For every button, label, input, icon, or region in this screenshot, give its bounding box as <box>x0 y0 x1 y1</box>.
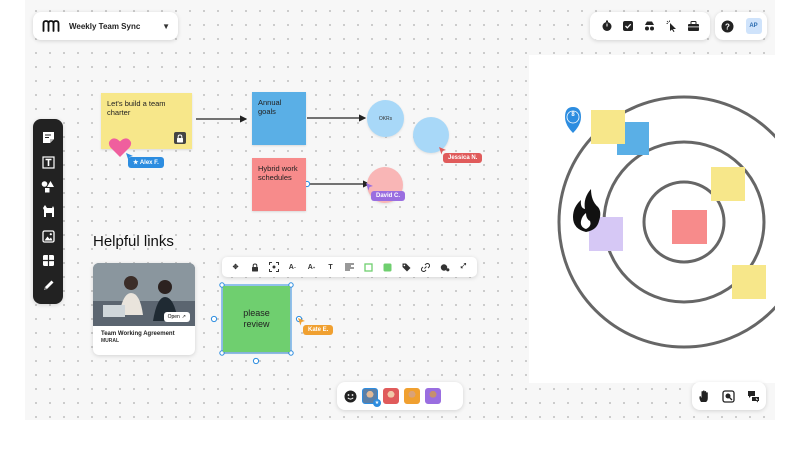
increase-font-icon[interactable]: A+ <box>307 263 316 271</box>
smiley-icon[interactable] <box>343 389 357 403</box>
circle-label: OKRs <box>378 115 393 122</box>
link-card-source: MURAL <box>101 338 120 344</box>
collaborator-cursor-label: Kate E. <box>303 325 334 335</box>
circle-shape[interactable] <box>413 117 449 153</box>
user-avatar[interactable]: AP <box>745 18 762 34</box>
toolbox-icon[interactable] <box>686 19 700 33</box>
text-box-icon[interactable] <box>40 154 56 170</box>
template-icon[interactable] <box>40 203 56 219</box>
board-title: Weekly Team Sync <box>69 21 141 31</box>
star-icon: ★ <box>373 399 381 407</box>
collaborator-avatar[interactable]: ★ <box>362 388 381 407</box>
cursor-kate-icon <box>298 318 305 326</box>
checkbox-icon[interactable] <box>621 19 635 33</box>
sticky-note-selected[interactable]: please review <box>223 286 290 352</box>
open-link-button[interactable]: Open ↗ <box>163 312 190 322</box>
fire-icon <box>573 189 601 232</box>
bullseye-diagram <box>557 95 775 349</box>
border-color-icon[interactable] <box>363 261 375 273</box>
facilitation-toolbar <box>590 12 710 40</box>
circle-shape[interactable]: OKRs <box>367 100 404 137</box>
pen-icon[interactable] <box>40 278 56 294</box>
link-icon[interactable] <box>420 261 432 273</box>
view-controls <box>692 382 766 410</box>
move-icon[interactable]: ✥ <box>232 264 239 271</box>
decrease-font-icon[interactable]: A− <box>288 263 297 271</box>
shapes-icon[interactable] <box>40 179 56 195</box>
whiteboard-canvas[interactable]: Weekly Team Sync ▼ ? AP <box>25 0 775 420</box>
align-left-icon[interactable] <box>344 261 356 273</box>
section-heading: Helpful links <box>93 233 174 250</box>
svg-text:?: ? <box>725 22 730 31</box>
collaborator-avatar[interactable] <box>425 388 441 404</box>
sticky-text: please review <box>243 307 270 329</box>
collaborator-avatar[interactable] <box>404 388 420 404</box>
lock-icon[interactable] <box>249 261 261 273</box>
sticky-note <box>672 210 707 244</box>
link-card[interactable]: Open ↗ Team Working Agreement MURAL <box>93 263 195 355</box>
cursor-alex-icon <box>126 153 133 161</box>
sticky-text: Let's build a team charter <box>107 99 166 118</box>
collaborator-cursor-label: Jessica N. <box>443 153 483 163</box>
chevron-down-icon[interactable]: ▼ <box>162 21 170 31</box>
connector-handle <box>210 315 218 323</box>
collaborators-bar: ★ <box>337 382 463 410</box>
comments-icon[interactable] <box>747 389 761 403</box>
incognito-icon[interactable] <box>643 19 657 33</box>
collaborator-cursor-label: David C. <box>371 191 406 201</box>
target-frame[interactable]: 8 <box>529 55 775 383</box>
link-card-image: Open ↗ <box>93 263 195 326</box>
sticky-text: Annual goals <box>258 98 282 117</box>
comment-badge-count: 8 <box>571 112 575 118</box>
mural-logo-icon <box>41 18 61 34</box>
grid-icon[interactable] <box>40 253 56 269</box>
color-drop-icon[interactable] <box>439 261 451 273</box>
sticky-note <box>711 167 745 201</box>
collaborator-avatar[interactable] <box>383 388 399 404</box>
link-card-title: Team Working Agreement <box>101 331 175 337</box>
sticky-note[interactable]: Let's build a team charter <box>101 93 192 149</box>
hand-icon[interactable] <box>697 389 711 403</box>
sticky-text: Hybrid work schedules <box>258 164 298 183</box>
left-toolbar <box>33 119 63 304</box>
external-link-icon: ↗ <box>181 314 186 320</box>
fit-text-icon[interactable] <box>268 261 280 273</box>
sticky-note-icon[interactable] <box>40 129 56 145</box>
connector-handle <box>252 357 260 365</box>
expand-icon[interactable]: ⤢ <box>460 263 467 270</box>
lock-icon[interactable] <box>174 132 186 144</box>
cursor-click-icon[interactable] <box>665 19 679 33</box>
sticky-note[interactable]: Hybrid work schedules <box>252 158 306 211</box>
format-toolbar: ✥ A− A+ T ⤢ <box>222 257 477 277</box>
image-icon[interactable] <box>40 228 56 244</box>
sticky-note[interactable]: Annual goals <box>252 92 306 145</box>
board-title-bar[interactable]: Weekly Team Sync ▼ <box>33 12 178 40</box>
cursor-jessica-icon <box>439 147 446 155</box>
sticky-note <box>591 110 625 144</box>
heart-icon <box>108 138 132 157</box>
help-icon[interactable]: ? <box>721 19 735 33</box>
sticky-note <box>732 265 766 299</box>
text-style-icon[interactable]: T <box>328 263 333 271</box>
star-icon: ★ <box>133 160 140 166</box>
timer-icon[interactable] <box>600 19 614 33</box>
collaborator-cursor-label: ★ Alex F. <box>128 157 164 168</box>
tag-icon[interactable] <box>401 261 413 273</box>
fill-color-icon[interactable] <box>382 261 394 273</box>
zoom-icon[interactable] <box>722 389 736 403</box>
help-toolbar: ? AP <box>715 12 767 40</box>
cursor-david-icon <box>366 183 373 191</box>
